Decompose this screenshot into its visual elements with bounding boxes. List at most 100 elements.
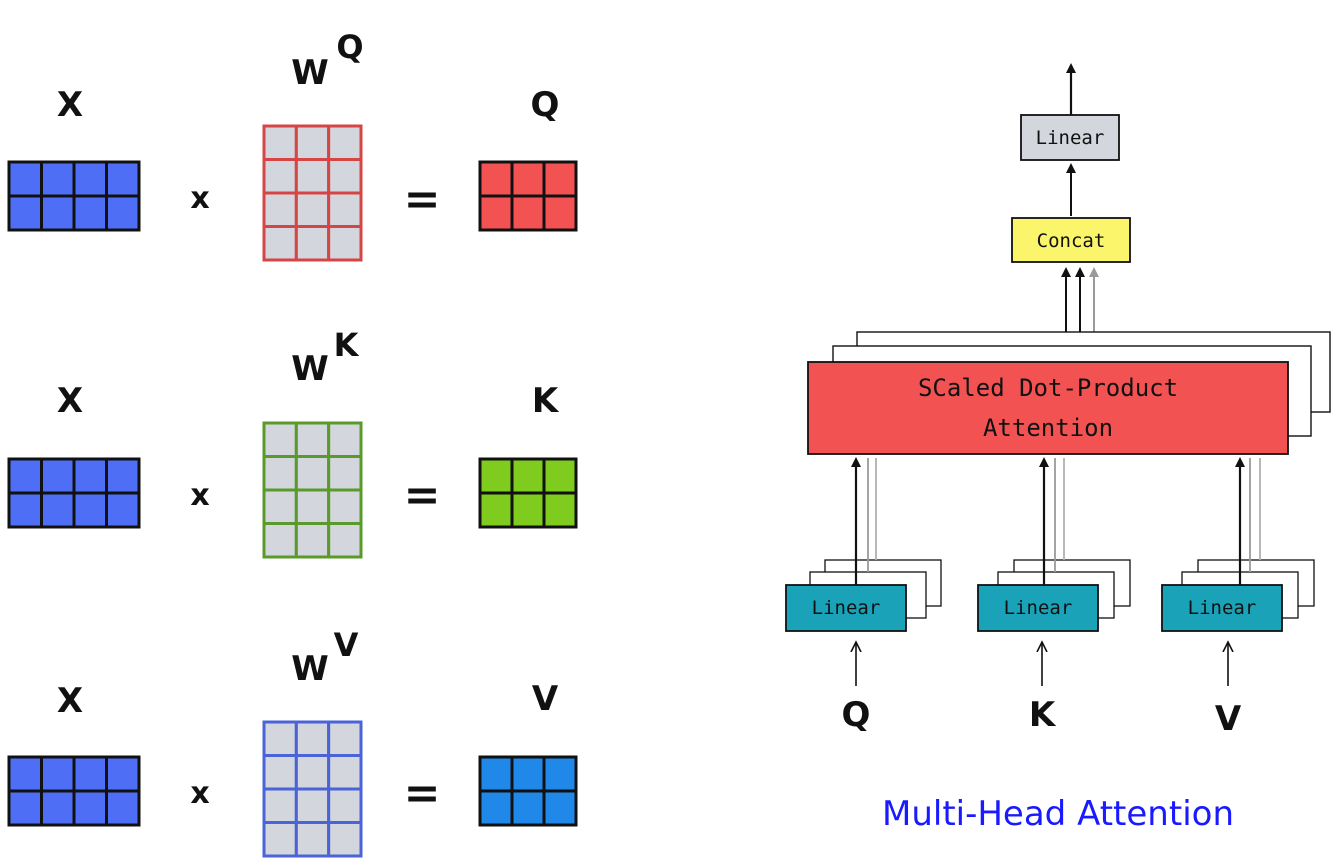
- weight-superscript-q: Q: [336, 28, 363, 66]
- concat-label: Concat: [1037, 230, 1106, 252]
- weight-base-label-k: W: [291, 349, 329, 389]
- matrix-cell: [510, 160, 546, 198]
- matrix-cell: [7, 457, 43, 495]
- equals-operator-v: =: [404, 768, 441, 819]
- matrix-cell: [262, 821, 298, 858]
- matrix-cell: [478, 491, 514, 529]
- matrix-cell: [327, 787, 363, 824]
- output-label-v: V: [532, 679, 559, 719]
- attention-label-line2: Attention: [983, 414, 1113, 442]
- matrix-cell: [40, 457, 76, 495]
- attention-box: [807, 361, 1289, 455]
- projection-k-row: X x W K = K: [7, 326, 578, 559]
- matrix-cell: [294, 225, 331, 262]
- matrix-cell: [327, 522, 363, 559]
- times-operator-q: x: [190, 181, 209, 216]
- k-input-label: K: [1029, 695, 1057, 735]
- matrix-cell: [327, 158, 363, 195]
- matrix-cell: [294, 787, 331, 824]
- x-label-v: X: [57, 681, 83, 721]
- matrix-cell: [294, 522, 331, 559]
- output-matrix-q: [478, 160, 578, 232]
- matrix-cell: [327, 191, 363, 228]
- matrix-cell: [294, 158, 331, 195]
- matrix-cell: [262, 488, 298, 525]
- output-matrix-k: [478, 457, 578, 529]
- input-branch-q: Linear Q: [785, 457, 942, 735]
- weight-superscript-k: K: [334, 326, 360, 364]
- q-input-label: Q: [842, 695, 871, 735]
- projection-q-row: X x W Q = Q: [7, 28, 578, 262]
- matrix-cell: [478, 789, 514, 827]
- matrix-cell: [478, 457, 514, 495]
- weight-superscript-v: V: [334, 626, 359, 664]
- input-matrix-v: [7, 755, 141, 827]
- v-input-label: V: [1215, 699, 1242, 739]
- matrix-cell: [294, 488, 331, 525]
- matrix-cell: [72, 194, 108, 232]
- matrix-cell: [478, 160, 514, 198]
- output-label-k: K: [532, 381, 560, 421]
- matrix-cell: [510, 457, 546, 495]
- concat-box: [1011, 217, 1131, 263]
- matrix-cell: [542, 160, 578, 198]
- x-label-k: X: [57, 381, 83, 421]
- linear-v-label: Linear: [1188, 597, 1257, 619]
- output-linear-box: [1020, 114, 1120, 161]
- matrix-cell: [294, 720, 331, 757]
- matrix-cell: [294, 821, 331, 858]
- matrix-cell: [105, 457, 141, 495]
- matrix-cell: [262, 754, 298, 791]
- matrix-cell: [262, 225, 298, 262]
- matrix-cell: [262, 720, 298, 757]
- matrix-cell: [72, 491, 108, 529]
- matrix-cell: [478, 755, 514, 793]
- matrix-cell: [7, 789, 43, 827]
- weight-base-label-v: W: [291, 649, 329, 689]
- matrix-cell: [327, 455, 363, 492]
- matrix-cell: [478, 194, 514, 232]
- matrix-cell: [327, 488, 363, 525]
- input-matrix-q: [7, 160, 141, 232]
- attention-label-line1: SCaled Dot-Product: [918, 374, 1178, 402]
- matrix-cell: [105, 789, 141, 827]
- matrix-cell: [72, 457, 108, 495]
- matrix-cell: [262, 455, 298, 492]
- matrix-cell: [262, 421, 298, 458]
- matrix-cell: [7, 491, 43, 529]
- matrix-cell: [542, 491, 578, 529]
- input-branch-k: Linear K: [977, 457, 1131, 735]
- matrix-cell: [542, 194, 578, 232]
- output-matrix-v: [478, 755, 578, 827]
- matrix-cell: [327, 754, 363, 791]
- linear-q-label: Linear: [812, 597, 881, 619]
- times-operator-v: x: [190, 776, 209, 811]
- matrix-cell: [542, 789, 578, 827]
- matrix-cell: [7, 194, 43, 232]
- matrix-cell: [262, 124, 298, 161]
- matrix-cell: [72, 160, 108, 198]
- linear-q-box: [785, 584, 907, 632]
- weight-matrix-k: [262, 421, 363, 559]
- matrix-cell: [327, 225, 363, 262]
- matrix-cell: [510, 755, 546, 793]
- multi-head-attention: Linear Concat SCaled Dot-Product Attenti…: [785, 63, 1331, 834]
- linear-k-label: Linear: [1004, 597, 1073, 619]
- matrix-cell: [510, 789, 546, 827]
- matrix-cell: [262, 787, 298, 824]
- equals-operator-k: =: [404, 470, 441, 521]
- matrix-cell: [262, 522, 298, 559]
- times-operator-k: x: [190, 478, 209, 513]
- matrix-cell: [105, 160, 141, 198]
- matrix-cell: [40, 160, 76, 198]
- x-label-q: X: [57, 85, 83, 125]
- matrix-cell: [72, 789, 108, 827]
- matrix-cell: [542, 755, 578, 793]
- matrix-cell: [40, 789, 76, 827]
- matrix-cell: [40, 194, 76, 232]
- matrix-cell: [327, 720, 363, 757]
- matrix-cell: [327, 421, 363, 458]
- input-branch-v: Linear V: [1161, 457, 1315, 739]
- equals-operator-q: =: [404, 174, 441, 225]
